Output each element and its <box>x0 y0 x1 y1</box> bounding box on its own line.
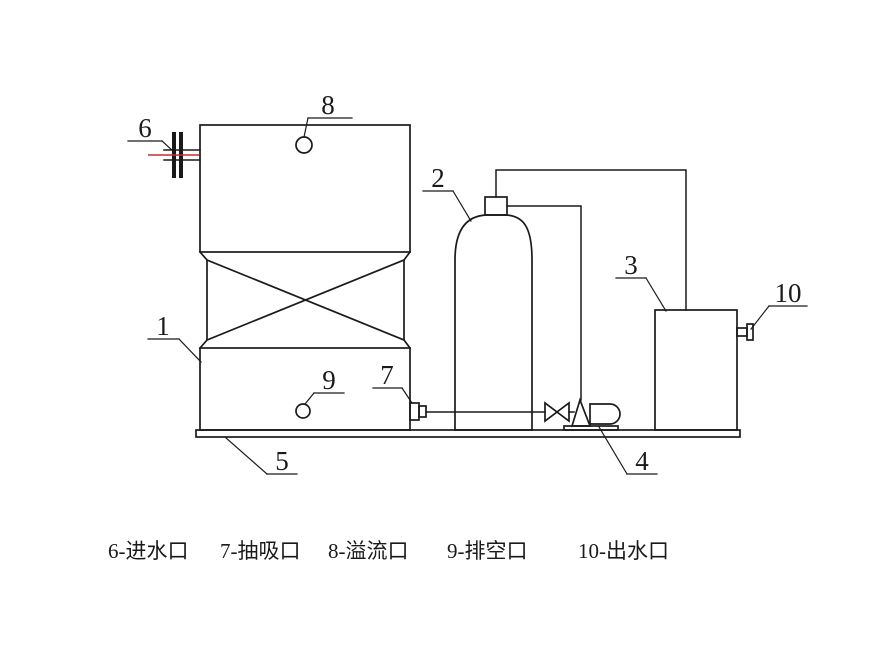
callout-5: 5 <box>275 446 289 476</box>
pressure-vessel <box>454 196 533 431</box>
valve-right-wedge <box>555 401 570 423</box>
outlet-box <box>654 309 754 431</box>
leader-line-6 <box>161 140 175 153</box>
leader-line-3 <box>645 277 667 312</box>
legend-item-10: 10-出水口 <box>578 539 669 563</box>
main-tank <box>198 124 412 431</box>
drain-port <box>295 403 311 419</box>
leader-line-4 <box>598 426 628 475</box>
leader-line-1 <box>178 338 202 363</box>
suction-nozzle <box>418 405 427 418</box>
suction-fitting <box>409 402 427 421</box>
callout-6: 6 <box>138 113 152 143</box>
pump <box>563 397 621 431</box>
pipe-vessel-to-pump <box>506 205 582 401</box>
pipe-vessel-to-box <box>495 169 687 311</box>
leader-line-9 <box>304 392 315 405</box>
tank-top-section <box>199 124 411 253</box>
tank-cross-brace-2 <box>205 258 406 342</box>
leader-line-7 <box>401 387 413 404</box>
callout-10: 10 <box>775 278 802 308</box>
vessel-body <box>454 214 533 431</box>
pump-motor <box>589 403 621 425</box>
valve <box>544 401 570 423</box>
tank-mid-right-wall <box>403 250 412 350</box>
piping <box>425 169 687 413</box>
callout-7: 7 <box>380 360 394 390</box>
leader-line-2 <box>452 190 472 222</box>
vessel-top-cap <box>484 196 508 216</box>
overflow-port <box>295 136 313 154</box>
legend: 6-进水口 7-抽吸口 8-溢流口 9-排空口 10-出水口 <box>108 539 669 563</box>
callout-1: 1 <box>156 311 170 341</box>
callout-9: 9 <box>322 365 336 395</box>
outlet-box-body <box>654 309 738 431</box>
callout-leaders <box>127 117 808 475</box>
outlet-stub <box>736 327 748 337</box>
suction-flange <box>409 402 420 421</box>
inlet-fitting <box>148 132 201 178</box>
valve-left-wedge <box>544 401 559 423</box>
callout-numbers: 1 2 3 4 5 6 7 8 9 10 <box>138 90 801 476</box>
leader-line-5 <box>225 437 268 475</box>
legend-item-7: 7-抽吸口 <box>220 539 301 563</box>
legend-item-8: 8-溢流口 <box>328 539 409 563</box>
leader-line-8 <box>303 117 309 138</box>
callout-3: 3 <box>624 250 638 280</box>
base-plate <box>195 429 741 438</box>
leader-line-10 <box>750 305 770 330</box>
legend-item-9: 9-排空口 <box>447 539 528 563</box>
callout-4: 4 <box>635 446 649 476</box>
outlet-flange <box>746 323 754 341</box>
tank-bottom-section <box>199 347 411 431</box>
tank-mid-left-wall <box>198 250 208 350</box>
callout-8: 8 <box>321 90 335 120</box>
callout-2: 2 <box>431 163 445 193</box>
legend-item-6: 6-进水口 <box>108 539 189 563</box>
pump-base <box>563 425 619 431</box>
pump-casing <box>570 397 592 427</box>
